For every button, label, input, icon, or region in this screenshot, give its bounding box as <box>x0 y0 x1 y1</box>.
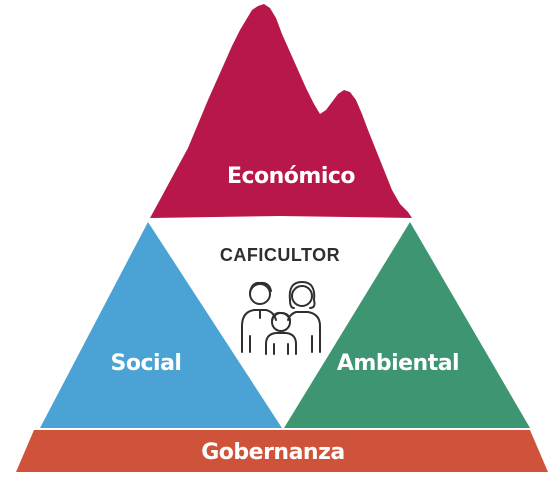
ambiental-label: Ambiental <box>336 351 460 376</box>
economico-segment <box>150 4 412 218</box>
economico-label: Económico <box>226 164 356 189</box>
social-segment <box>40 222 282 428</box>
gobernanza-segment <box>16 430 548 472</box>
caficultor-label: CAFICULTOR <box>219 245 341 265</box>
ambiental-segment <box>284 222 530 428</box>
social-label: Social <box>110 351 182 376</box>
family-icon <box>241 281 321 355</box>
caficultor-segment <box>156 220 406 422</box>
gobernanza-label: Gobernanza <box>201 440 345 465</box>
